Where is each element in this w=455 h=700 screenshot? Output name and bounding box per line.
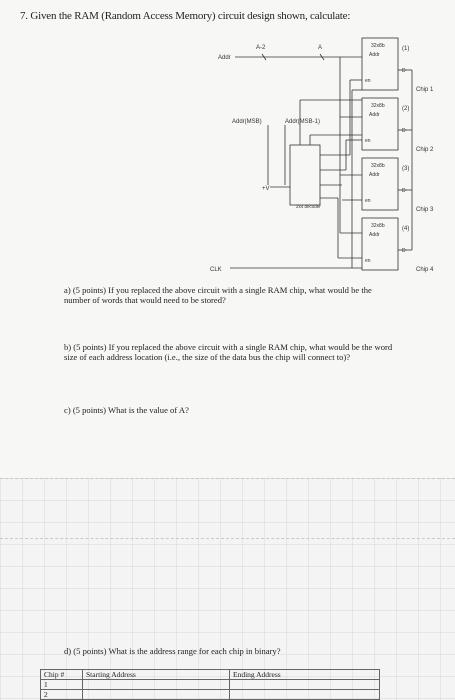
- table-header-row: Chip # Starting Address Ending Address: [40, 669, 380, 680]
- chip1-size: 32x8b: [371, 43, 385, 49]
- header-chip: Chip #: [40, 669, 83, 680]
- vcc-label: +V: [262, 186, 270, 192]
- chip2-number: (2): [402, 106, 409, 112]
- chip3-d: D: [402, 188, 406, 194]
- address-range-table: Chip # Starting Address Ending Address 1…: [40, 669, 380, 700]
- paper-upper: [0, 0, 455, 478]
- a2-label: A-2: [256, 45, 266, 51]
- table-row: 2: [40, 689, 380, 700]
- chip1-en: en: [365, 78, 371, 84]
- question-title: 7. Given the RAM (Random Access Memory) …: [20, 10, 351, 22]
- chip3-en: en: [365, 198, 371, 204]
- chip1-d: D: [402, 68, 406, 74]
- question-b: b) (5 points) If you replaced the above …: [64, 342, 393, 362]
- a-label: A: [318, 45, 322, 51]
- msb-label: Addr(MSB): [232, 119, 262, 125]
- cell-chip: 2: [40, 689, 83, 700]
- chip3-size: 32x8b: [371, 163, 385, 169]
- header-end: Ending Address: [229, 669, 380, 680]
- divider: [0, 538, 455, 539]
- question-d: d) (5 points) What is the address range …: [64, 646, 281, 656]
- ram-circuit-diagram: Addr A-2 A Addr(MSB) Addr(MSB-1) +V 2x4 …: [210, 37, 434, 273]
- chip2-name: Chip 2: [416, 147, 434, 153]
- divider: [0, 478, 455, 479]
- cell-start[interactable]: [82, 689, 230, 700]
- clk-label: CLK: [210, 267, 222, 273]
- header-start: Starting Address: [82, 669, 230, 680]
- cell-end[interactable]: [229, 689, 380, 700]
- chip4-en: en: [365, 258, 371, 264]
- grid-paper-area: [0, 478, 455, 700]
- cell-start[interactable]: [82, 679, 230, 690]
- question-a: a) (5 points) If you replaced the above …: [64, 285, 372, 305]
- cell-chip: 1: [40, 679, 83, 690]
- chip3-number: (3): [402, 166, 409, 172]
- addr-input-label: Addr: [218, 55, 231, 61]
- chip2-addr: Addr: [369, 112, 380, 118]
- question-c: c) (5 points) What is the value of A?: [64, 405, 189, 415]
- chip1-name: Chip 1: [416, 87, 434, 93]
- decoder-label: 2x4 decoder: [296, 204, 321, 209]
- cell-end[interactable]: [229, 679, 380, 690]
- chip4-size: 32x8b: [371, 223, 385, 229]
- chip4-d: D: [402, 248, 406, 254]
- chip1-number: (1): [402, 46, 409, 52]
- msb1-label: Addr(MSB-1): [285, 119, 320, 125]
- chip4-number: (4): [402, 226, 409, 232]
- chip2-size: 32x8b: [371, 103, 385, 109]
- table-row: 1: [40, 679, 380, 690]
- chip3-name: Chip 3: [416, 207, 434, 213]
- chip3-addr: Addr: [369, 172, 380, 178]
- chip2-en: en: [365, 138, 371, 144]
- chip4-name: Chip 4: [416, 267, 434, 273]
- chip4-addr: Addr: [369, 232, 380, 238]
- chip2-d: D: [402, 128, 406, 134]
- chip1-addr: Addr: [369, 52, 380, 58]
